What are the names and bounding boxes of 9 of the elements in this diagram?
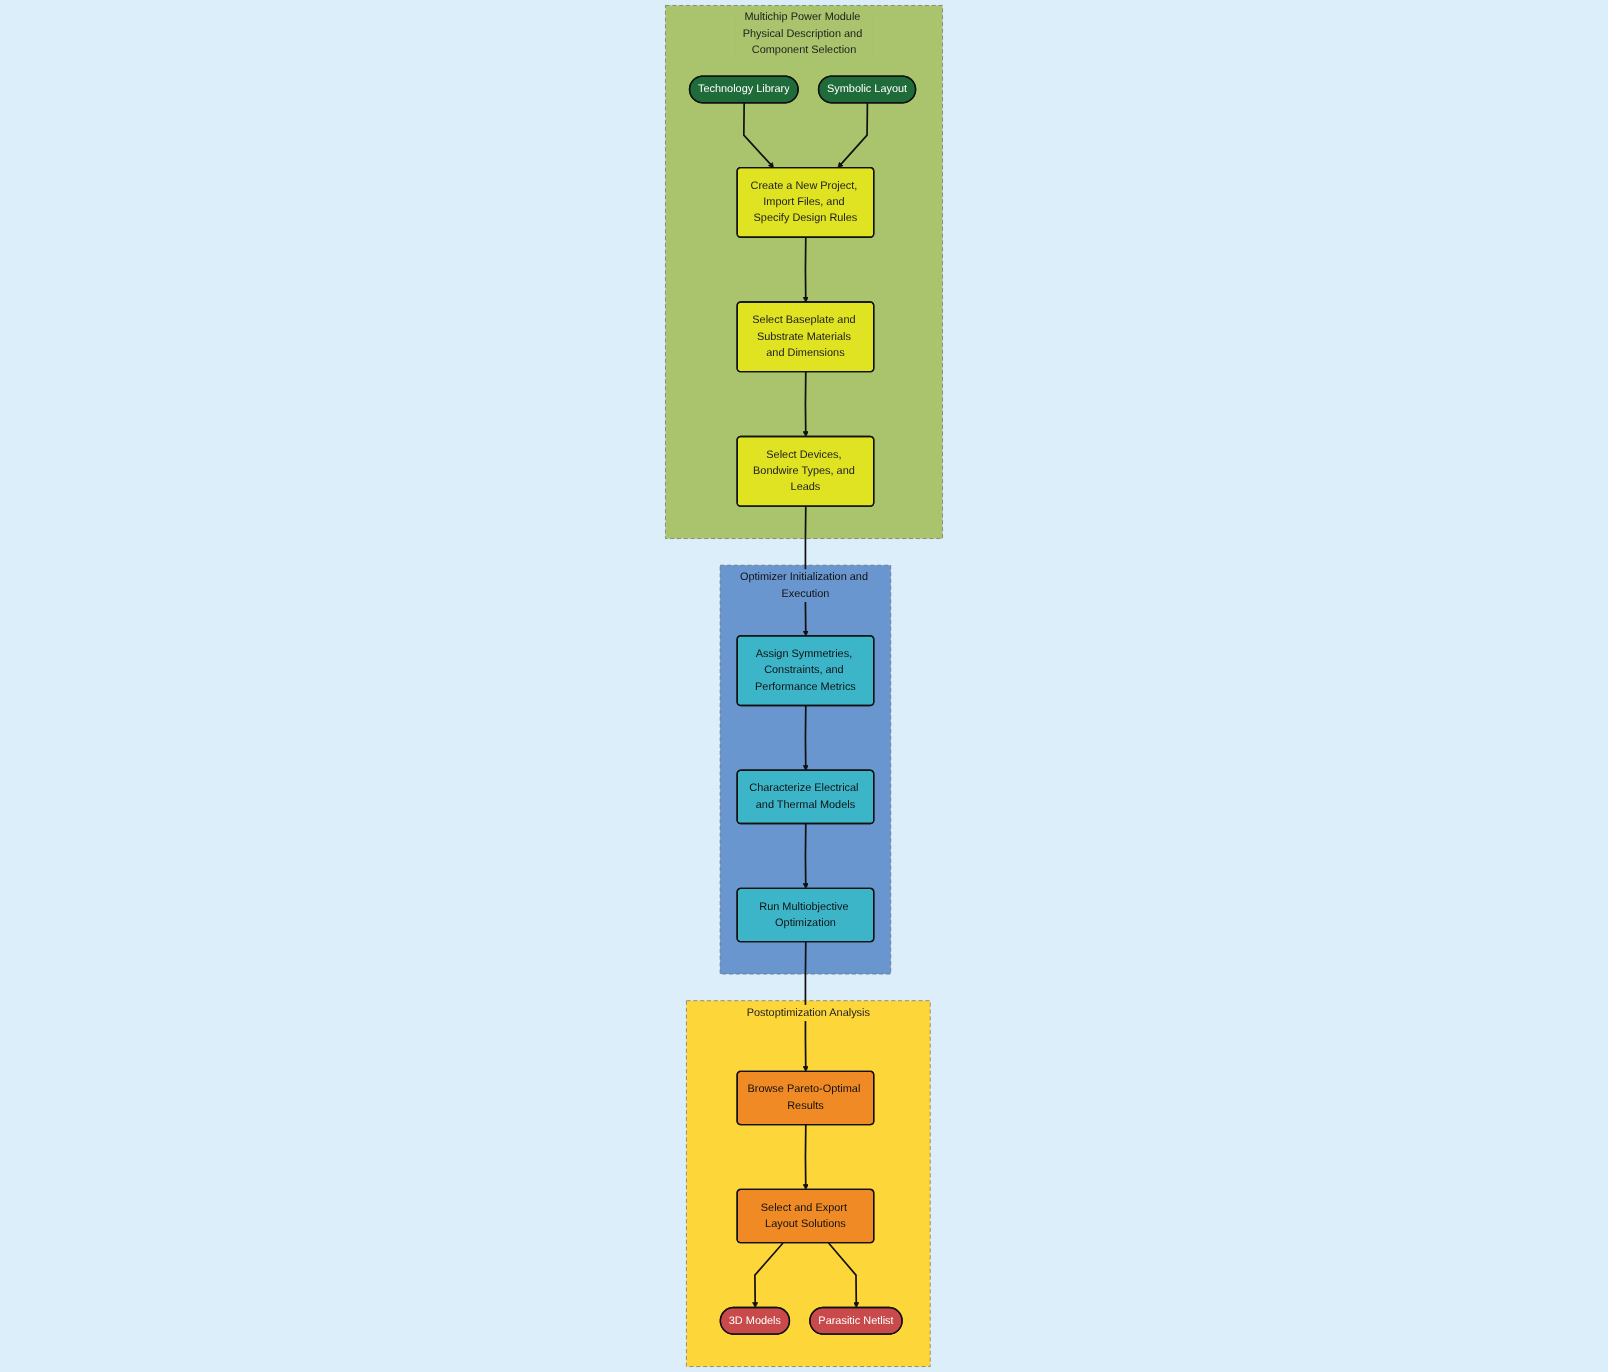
- arrow: [802, 371, 809, 438]
- arrow: [802, 823, 809, 889]
- arrow: [752, 1242, 784, 1309]
- arrow: [837, 102, 869, 169]
- arrow: [802, 236, 809, 303]
- arrow: [802, 704, 809, 771]
- arrow: [742, 102, 775, 169]
- arrow: [827, 1242, 860, 1309]
- arrow: [802, 1124, 809, 1190]
